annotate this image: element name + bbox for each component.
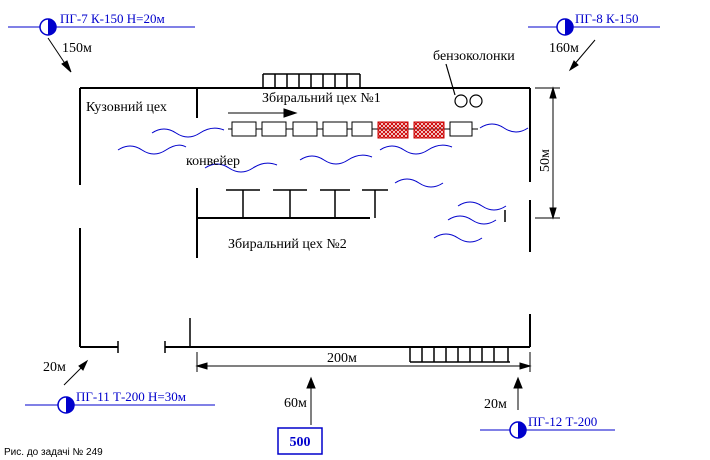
conveyor-unit	[449, 121, 473, 137]
distance-pg7: 150м	[62, 41, 92, 56]
fuel-pumps-label: бензоколонки	[433, 49, 515, 64]
conveyor-unit-burning	[377, 121, 409, 139]
dimension-50m	[535, 86, 560, 220]
fuel-pumps-icon	[445, 63, 483, 108]
conveyor-unit	[261, 121, 287, 137]
assembly-shop-1-label: Збиральний цех №1	[262, 91, 381, 106]
approach-arrows	[47, 37, 596, 425]
hydrant-pg12-icon	[480, 421, 615, 439]
conveyor-direction-arrow	[228, 108, 298, 118]
conveyor	[228, 121, 478, 139]
fire-area-box	[277, 427, 323, 455]
hydrant-pg7-label: ПГ-7 К-150 Н=20м	[60, 11, 165, 26]
distance-bottom: 60м	[284, 396, 307, 411]
dimension-length-label: 200м	[327, 351, 357, 366]
assembly-shop-2-label: Збиральний цех №2	[228, 237, 347, 252]
stairs-bottom	[409, 347, 510, 363]
fire-area-value: 500	[290, 435, 311, 450]
dimension-200m	[195, 352, 532, 372]
hydrant-pg11-label: ПГ-11 Т-200 Н=30м	[76, 389, 186, 404]
conveyor-unit	[351, 121, 373, 137]
hydrant-pg11-icon	[25, 396, 215, 414]
hydrant-pg8-label: ПГ-8 К-150	[575, 11, 638, 26]
building-walls	[79, 87, 531, 353]
distance-pg12: 20м	[484, 397, 507, 412]
smoke-waves	[117, 123, 529, 243]
dimension-width-label: 50м	[538, 149, 553, 172]
figure-caption: Рис. до задачі № 249	[4, 447, 103, 458]
hydrant-pg7-icon	[8, 18, 195, 36]
conveyor-unit	[292, 121, 318, 137]
distance-pg8: 160м	[549, 41, 579, 56]
conveyor-unit	[322, 121, 348, 137]
body-shop-label: Кузовний цех	[86, 100, 167, 115]
hydrant-pg8-icon	[528, 18, 660, 36]
distance-pg11: 20м	[43, 360, 66, 375]
stairs-top	[262, 73, 361, 88]
conveyor-unit	[231, 121, 257, 137]
conveyor-label: конвейер	[186, 154, 240, 169]
conveyor-unit-burning	[413, 121, 445, 139]
inner-partition-posts	[226, 189, 388, 218]
hydrant-pg12-label: ПГ-12 Т-200	[528, 414, 597, 429]
